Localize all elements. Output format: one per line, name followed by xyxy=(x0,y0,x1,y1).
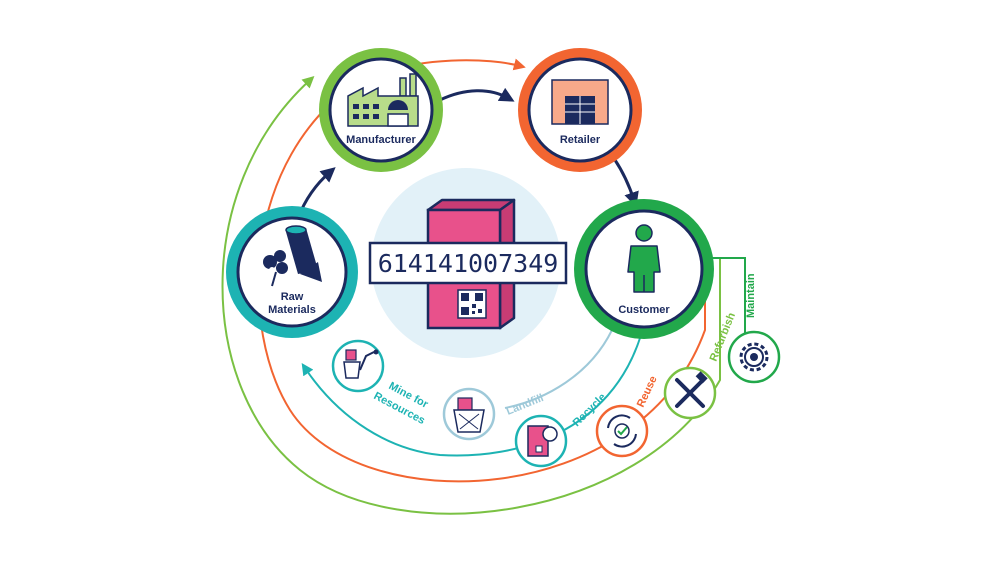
reuse-node xyxy=(595,404,649,458)
trash-bin-icon xyxy=(453,397,485,433)
recycle-line xyxy=(301,337,641,457)
arrow-retailer-to-customer xyxy=(613,159,639,208)
raw-materials-label-line2: Materials xyxy=(268,304,316,316)
landfill-line xyxy=(504,329,613,409)
arrow-manufacturer-to-retailer xyxy=(439,87,515,102)
retailer-label: Retailer xyxy=(560,134,601,146)
store-icon xyxy=(551,79,609,125)
person-icon xyxy=(627,224,661,293)
maintain-node xyxy=(727,330,781,384)
factory-icon xyxy=(347,73,419,127)
node-manufacturer: Manufacturer xyxy=(319,48,443,172)
customer-label: Customer xyxy=(618,304,670,316)
fabric-roll-icon xyxy=(285,225,322,282)
refurbish-loop-line xyxy=(221,75,721,515)
reuse-label: Reuse xyxy=(635,374,660,409)
barcode-number: 614141007349 xyxy=(378,249,559,278)
node-customer: Customer xyxy=(574,199,714,339)
maintain-line xyxy=(705,257,746,345)
raw-materials-label-line1: Raw xyxy=(281,291,304,303)
reuse-arrows-icon xyxy=(607,414,637,448)
landfill-node xyxy=(442,387,496,441)
mining-icon xyxy=(343,349,379,379)
cotton-icon xyxy=(263,250,288,287)
barcode-number-box xyxy=(368,241,568,285)
gear-icon xyxy=(739,342,769,372)
recycle-node xyxy=(514,414,568,468)
maintain-label: Maintain xyxy=(745,273,757,318)
node-retailer: Retailer xyxy=(518,48,642,172)
recycle-box-icon xyxy=(527,425,558,457)
landfill-label: Landfill xyxy=(505,392,546,418)
refurbish-node xyxy=(663,366,717,420)
node-raw-materials: Raw Materials xyxy=(226,206,358,338)
mine-node xyxy=(331,339,385,393)
tools-icon xyxy=(675,371,708,408)
qr-code-icon xyxy=(457,289,487,319)
manufacturer-label: Manufacturer xyxy=(346,134,416,146)
